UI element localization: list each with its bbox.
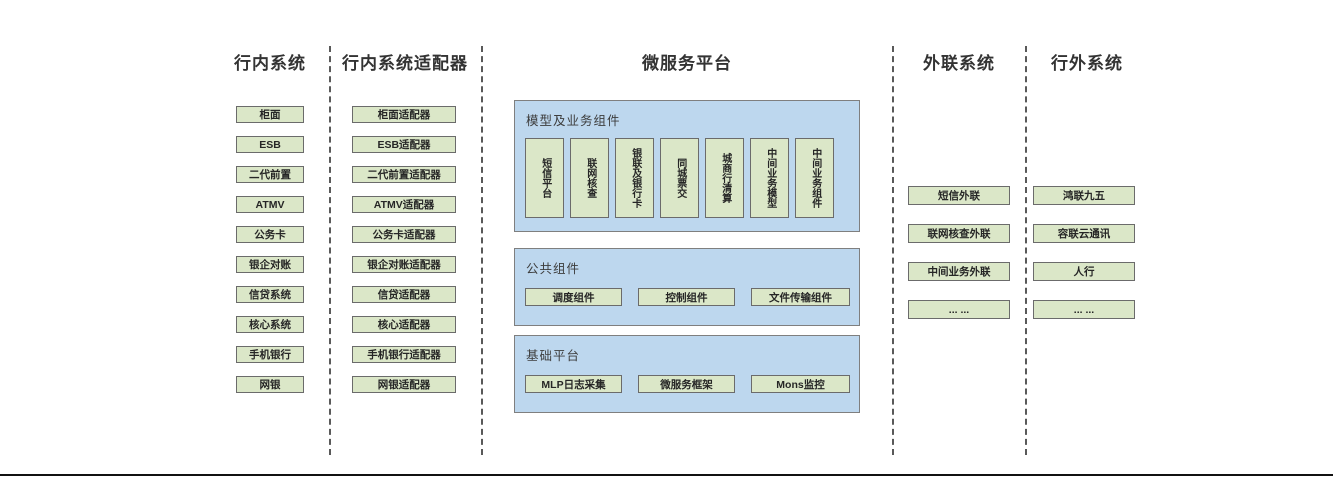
dashed-divider: [329, 46, 331, 455]
column-title-bank-adapters: 行内系统适配器: [342, 54, 468, 73]
panel-title: 基础平台: [526, 349, 581, 363]
column-title-microservice-platform: 微服务平台: [642, 54, 732, 73]
bank-adapters-column: 柜面适配器 ESB适配器 二代前置适配器 ATMV适配器 公务卡适配器 银企对账…: [352, 106, 456, 393]
system-node: 公务卡: [236, 226, 304, 243]
adapter-node: ESB适配器: [352, 136, 456, 153]
component-node: 中间业务模型: [750, 138, 789, 218]
adapter-node: 手机银行适配器: [352, 346, 456, 363]
external-node-ellipsis: ... ...: [1033, 300, 1135, 319]
component-row: MLP日志采集 微服务框架 Mons监控: [525, 375, 850, 393]
common-components-panel: 公共组件 调度组件 控制组件 文件传输组件: [514, 248, 860, 326]
dashed-divider: [892, 46, 894, 455]
component-node: Mons监控: [751, 375, 850, 393]
system-node: ESB: [236, 136, 304, 153]
component-node: 城商行清算: [705, 138, 744, 218]
external-node: 鸿联九五: [1033, 186, 1135, 205]
system-node: 柜面: [236, 106, 304, 123]
column-title-external-systems: 行外系统: [1051, 54, 1123, 73]
system-node: 二代前置: [236, 166, 304, 183]
gateway-node: 联网核查外联: [908, 224, 1010, 243]
external-node: 容联云通讯: [1033, 224, 1135, 243]
component-node: 文件传输组件: [751, 288, 850, 306]
adapter-node: 公务卡适配器: [352, 226, 456, 243]
external-node: 人行: [1033, 262, 1135, 281]
column-title-bank-systems: 行内系统: [234, 54, 306, 73]
system-node: 网银: [236, 376, 304, 393]
column-title-external-gateway: 外联系统: [923, 54, 995, 73]
model-business-components-panel: 模型及业务组件 短信平台 联网核查 银联及银行卡 同城票交 城商行清算 中间业务…: [514, 100, 860, 232]
component-node: MLP日志采集: [525, 375, 622, 393]
base-platform-panel: 基础平台 MLP日志采集 微服务框架 Mons监控: [514, 335, 860, 413]
component-node: 短信平台: [525, 138, 564, 218]
component-node: 联网核查: [570, 138, 609, 218]
system-node: 手机银行: [236, 346, 304, 363]
component-row: 调度组件 控制组件 文件传输组件: [525, 288, 850, 306]
gateway-node: 中间业务外联: [908, 262, 1010, 281]
adapter-node: 网银适配器: [352, 376, 456, 393]
adapter-node: ATMV适配器: [352, 196, 456, 213]
component-node: 调度组件: [525, 288, 622, 306]
panel-title: 公共组件: [526, 262, 581, 276]
external-systems-column: 鸿联九五 容联云通讯 人行 ... ...: [1033, 186, 1135, 319]
component-node: 银联及银行卡: [615, 138, 654, 218]
bottom-divider-line: [0, 474, 1333, 476]
component-node: 中间业务组件: [795, 138, 834, 218]
adapter-node: 柜面适配器: [352, 106, 456, 123]
adapter-node: 核心适配器: [352, 316, 456, 333]
component-row: 短信平台 联网核查 银联及银行卡 同城票交 城商行清算 中间业务模型 中间业务组…: [525, 138, 834, 218]
system-node: 信贷系统: [236, 286, 304, 303]
component-node: 微服务框架: [638, 375, 735, 393]
dashed-divider: [1025, 46, 1027, 455]
gateway-node-ellipsis: ... ...: [908, 300, 1010, 319]
gateway-node: 短信外联: [908, 186, 1010, 205]
component-node: 控制组件: [638, 288, 735, 306]
component-node: 同城票交: [660, 138, 699, 218]
bank-systems-column: 柜面 ESB 二代前置 ATMV 公务卡 银企对账 信贷系统 核心系统 手机银行…: [236, 106, 304, 393]
system-node: 核心系统: [236, 316, 304, 333]
system-node: 银企对账: [236, 256, 304, 273]
adapter-node: 银企对账适配器: [352, 256, 456, 273]
external-gateway-column: 短信外联 联网核查外联 中间业务外联 ... ...: [908, 186, 1010, 319]
adapter-node: 二代前置适配器: [352, 166, 456, 183]
panel-title: 模型及业务组件: [526, 114, 621, 128]
system-node: ATMV: [236, 196, 304, 213]
adapter-node: 信贷适配器: [352, 286, 456, 303]
dashed-divider: [481, 46, 483, 455]
